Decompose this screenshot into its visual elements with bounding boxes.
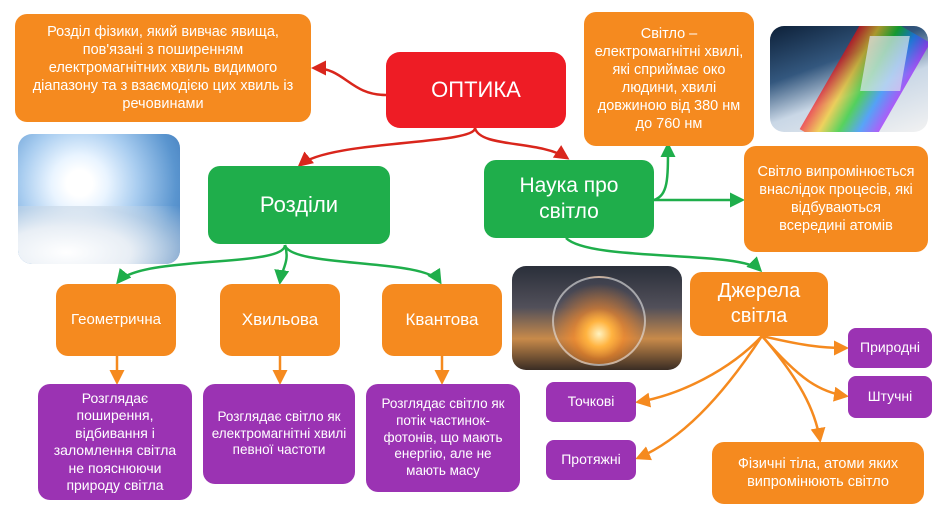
sources-bodies-text: Фізичні тіла, атоми яких випромінюють св… — [737, 455, 899, 490]
sky-sun-photo — [18, 134, 180, 264]
section-geometric-description: Розглядає поширення, відбивання і заломл… — [38, 384, 192, 500]
science-fact-2-text: Світло випромінюється внаслідок процесів… — [757, 163, 915, 235]
sources-bodies-box: Фізичні тіла, атоми яких випромінюють св… — [712, 442, 924, 504]
root-title: ОПТИКА — [431, 77, 521, 103]
sources-node: Джерела світла — [690, 272, 828, 336]
source-extended: Протяжні — [546, 440, 636, 480]
root-node: ОПТИКА — [386, 52, 566, 128]
definition-box: Розділ фізики, який вивчає явища, пов'яз… — [15, 14, 311, 122]
source-natural-label: Природні — [860, 339, 920, 356]
source-artificial: Штучні — [848, 376, 932, 418]
arrow-root-science — [473, 127, 570, 160]
arrow-sources-natural — [761, 334, 849, 356]
arrow-sources-bodies — [761, 335, 826, 443]
arrow-sources-point — [635, 335, 763, 408]
science-title: Наука про світло — [519, 173, 619, 223]
definition-text: Розділ фізики, який вивчає явища, пов'яз… — [32, 23, 294, 113]
section-quantum-description: Розглядає світло як потік частинок-фотон… — [366, 384, 520, 492]
section-geometric-label: Геометрична — [71, 310, 161, 328]
section-wave: Хвильова — [220, 284, 340, 356]
science-fact-2: Світло випромінюється внаслідок процесів… — [744, 146, 928, 252]
section-quantum-description-text: Розглядає світло як потік частинок-фотон… — [381, 395, 505, 479]
sections-node: Розділи — [208, 166, 390, 244]
source-artificial-label: Штучні — [867, 388, 913, 405]
lightbulb-sunset-photo — [512, 266, 682, 370]
source-extended-label: Протяжні — [561, 451, 621, 468]
arrow-sources-extended — [635, 335, 764, 461]
source-natural: Природні — [848, 328, 932, 368]
source-point-label: Точкові — [567, 393, 615, 410]
section-wave-label: Хвильова — [241, 310, 319, 330]
arrow-sections-geometric — [116, 244, 287, 285]
section-quantum: Квантова — [382, 284, 502, 356]
arrow-root-sections — [297, 127, 477, 167]
section-quantum-label: Квантова — [405, 310, 479, 330]
arrow-root-definition — [311, 60, 387, 97]
arrow-science-sources — [565, 237, 763, 273]
sources-title: Джерела світла — [717, 280, 801, 327]
sections-title: Розділи — [259, 192, 339, 218]
arrow-sections-quantum — [283, 244, 442, 285]
source-point: Точкові — [546, 382, 636, 422]
section-wave-description-text: Розглядає світло як електромагнітні хвил… — [211, 408, 347, 458]
section-geometric-description-text: Розглядає поширення, відбивання і заломл… — [53, 389, 177, 494]
section-geometric: Геометрична — [56, 284, 176, 356]
arrow-science-fact1 — [653, 142, 676, 202]
science-node: Наука про світло — [484, 160, 654, 238]
section-wave-description: Розглядає світло як електромагнітні хвил… — [203, 384, 355, 484]
science-fact-1-text: Світло – електромагнітні хвилі, які спри… — [594, 25, 744, 133]
prism-rainbow-photo — [770, 26, 928, 132]
science-fact-1: Світло – електромагнітні хвилі, які спри… — [584, 12, 754, 146]
